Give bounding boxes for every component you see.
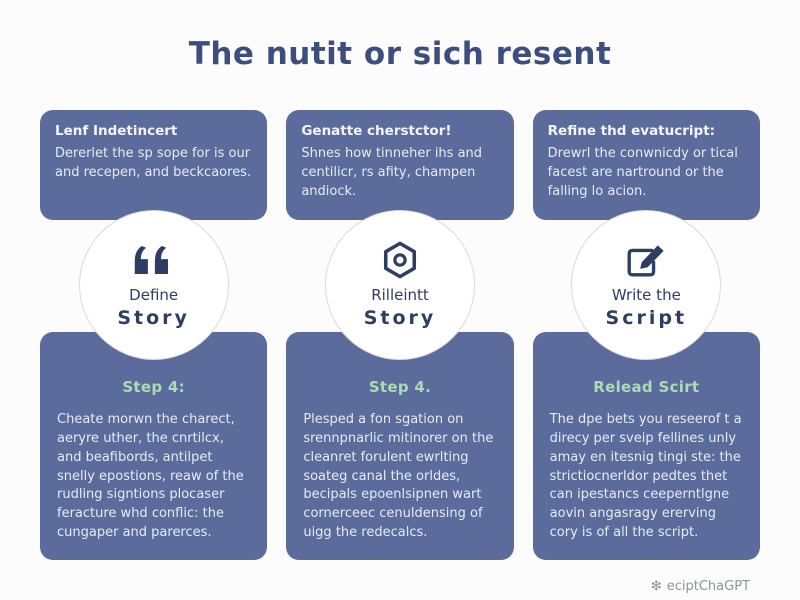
circle-badge: Rilleintt Story — [324, 210, 475, 360]
top-card-body: Drewrl the conwnicdy or tical facest are… — [547, 146, 738, 199]
top-card: Refine thd evatucript: Drewrl the conwni… — [532, 110, 760, 220]
top-card-body: Dererlet the sp sope for is our and rece… — [55, 146, 252, 180]
hexagon-reel-icon — [381, 241, 419, 279]
watermark: ❇ eciptChaGPT — [651, 579, 750, 594]
circle-badge: Define Story — [78, 210, 229, 360]
circle-badge: Write the Script — [571, 210, 722, 360]
circle-label-line2: Story — [363, 307, 437, 329]
circle-label-line1: Define — [129, 286, 179, 304]
step-heading: Step 4: — [122, 378, 185, 396]
circle-label-line1: Rilleintt — [371, 286, 429, 304]
bottom-card: Relead Scirt The dpe bets you reseerof t… — [532, 332, 760, 560]
column-rilleintt-story: Genatte cherstctor! Shnes how tinneher i… — [286, 110, 514, 560]
circle-label-line2: Story — [117, 307, 190, 329]
step-heading: Step 4. — [368, 378, 432, 396]
top-card-heading: Genatte cherstctor! — [301, 123, 452, 139]
watermark-text: eciptChaGPT — [666, 579, 750, 594]
bottom-card: Step 4. Plesped a fon sgation on srennpn… — [286, 332, 514, 560]
write-script-icon — [625, 241, 667, 279]
bottom-card-body: The dpe bets you reseerof t a direcy per… — [549, 412, 742, 541]
column-write-the-script: Refine thd evatucript: Drewrl the conwni… — [532, 110, 760, 560]
bottom-card: Step 4: Cheate morwn the charect, aeryre… — [40, 332, 268, 560]
columns-container: Lenf Indetincert Dererlet the sp sope fo… — [0, 110, 800, 560]
top-card: Genatte cherstctor! Shnes how tinneher i… — [286, 110, 514, 220]
chatgpt-logo-icon: ❇ — [650, 579, 662, 594]
bottom-card-body: Plesped a fon sgation on srennpnarlic mi… — [303, 412, 494, 541]
page-title: The nutit or sich resent — [188, 36, 612, 72]
bottom-card-body: Cheate morwn the charect, aeryre uther, … — [57, 412, 244, 541]
top-card: Lenf Indetincert Dererlet the sp sope fo… — [40, 110, 268, 220]
circle-label-line2: Script — [605, 307, 688, 329]
column-define-story: Lenf Indetincert Dererlet the sp sope fo… — [40, 110, 268, 560]
top-card-body: Shnes how tinneher ihs and centilicr, rs… — [301, 146, 483, 199]
top-card-heading: Refine thd evatucript: — [547, 123, 716, 139]
step-heading: Relead Scirt — [593, 378, 700, 396]
quote-icon — [133, 241, 175, 279]
circle-label-line1: Write the — [611, 286, 681, 304]
top-card-heading: Lenf Indetincert — [55, 123, 178, 139]
